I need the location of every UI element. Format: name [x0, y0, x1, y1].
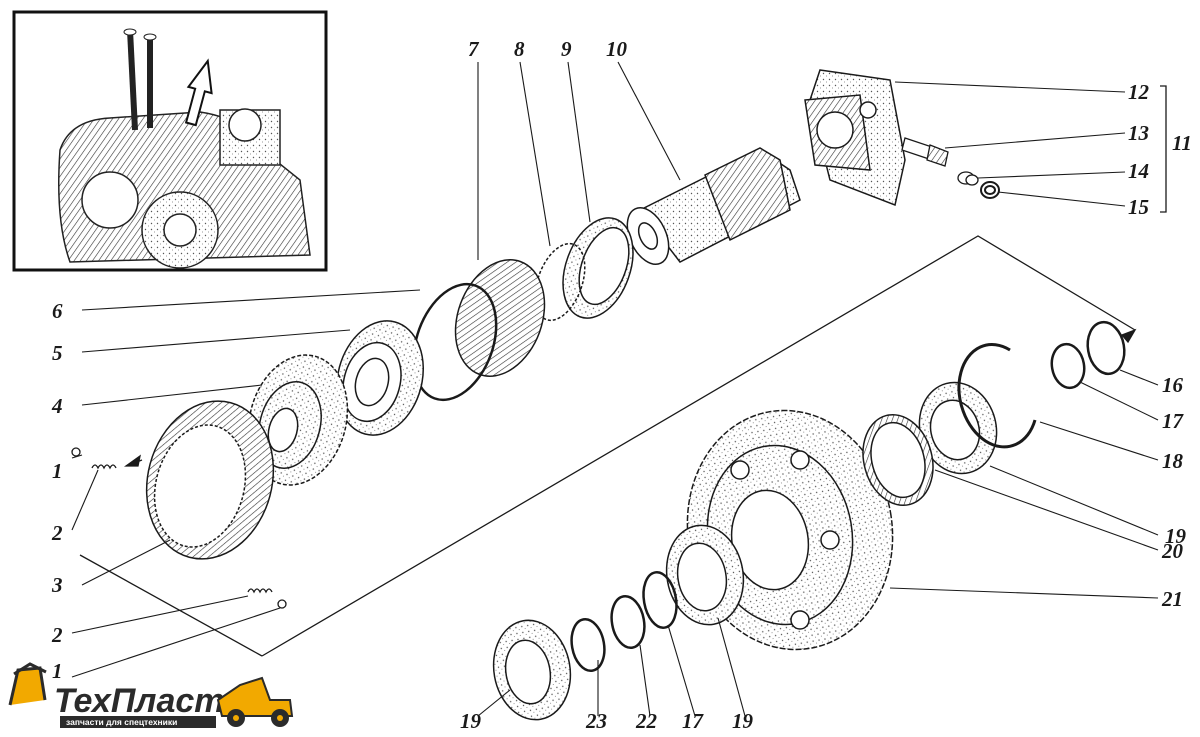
part-17-ring-bottom: [642, 571, 678, 629]
label-23: 23: [585, 709, 607, 733]
label-11: 11: [1172, 131, 1192, 155]
label-17-bottom: 17: [682, 709, 705, 733]
part-number-labels: 6 5 4 1 2 3 2 1 7 8 9 10 12 13 11 14 15 …: [51, 37, 1192, 733]
label-2: 2: [51, 521, 63, 545]
label-14: 14: [1128, 159, 1149, 183]
part-12-pump-housing: [804, 69, 906, 207]
excavator-logo-icon: [8, 662, 47, 706]
part-14-spring: [957, 171, 979, 186]
part-4-gear: [247, 354, 349, 486]
part-13-plunger: [901, 137, 949, 167]
part-19-bearing-middle: [665, 524, 745, 626]
part-19-bearing-bottom: [492, 619, 572, 721]
part-20-ring: [862, 413, 934, 507]
label-2-lower: 2: [51, 623, 63, 647]
label-15: 15: [1128, 195, 1149, 219]
leader-lines: [71, 61, 1159, 717]
part-3-ring-gear: [145, 400, 275, 560]
inset-detail-view: [12, 10, 328, 272]
label-8: 8: [514, 37, 525, 61]
label-3: 3: [51, 573, 63, 597]
label-12: 12: [1128, 80, 1150, 104]
label-17: 17: [1162, 409, 1185, 433]
assembly-bracket-lines: [79, 85, 1167, 657]
part-18-circlip: [957, 343, 1037, 449]
part-7-disc: [454, 259, 546, 377]
part-2-springs: [91, 464, 273, 594]
label-19-middle: 19: [732, 709, 754, 733]
label-1: 1: [52, 459, 63, 483]
part-6-ring: [412, 282, 498, 402]
label-20: 20: [1161, 539, 1184, 563]
part-5-bearing: [335, 320, 425, 436]
label-9: 9: [561, 37, 572, 61]
part-16-ring: [1086, 320, 1126, 376]
label-4: 4: [51, 394, 63, 418]
label-6: 6: [52, 299, 63, 323]
part-23-ring: [570, 617, 606, 673]
part-19-bearing-right: [918, 381, 998, 475]
logo-name: ТехПласт: [54, 682, 225, 720]
label-5: 5: [52, 341, 63, 365]
label-19-right: 19: [1165, 524, 1187, 548]
part-8-snap-ring: [534, 242, 586, 322]
label-10: 10: [606, 37, 628, 61]
part-9-ring: [562, 217, 634, 319]
label-19-bottom: 19: [460, 709, 482, 733]
part-15-washer: [980, 181, 1000, 199]
label-13: 13: [1128, 121, 1149, 145]
label-7: 7: [468, 37, 480, 61]
logo-tagline-bar: [60, 716, 216, 728]
loader-logo-icon: [216, 676, 294, 727]
part-10-shaft: [626, 147, 801, 265]
label-1-lower: 1: [52, 659, 63, 683]
label-16: 16: [1162, 373, 1184, 397]
logo-tagline: запчасти для спецтехники: [66, 717, 177, 727]
part-22-ring: [610, 594, 646, 650]
techplast-logo: ТехПласт запчасти для спецтехники: [8, 662, 294, 728]
part-1-balls: [71, 447, 287, 609]
label-18: 18: [1162, 449, 1184, 473]
label-21: 21: [1161, 587, 1183, 611]
part-17-ring-right: [1050, 342, 1086, 390]
label-22: 22: [635, 709, 658, 733]
